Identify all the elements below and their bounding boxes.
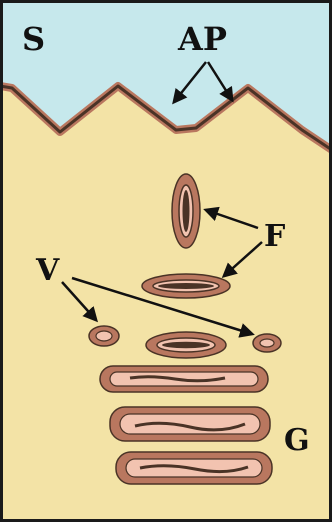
label-v: V (35, 253, 60, 288)
label-f: F (264, 219, 285, 254)
fusiform-vesicle-lower (142, 274, 230, 298)
label-g: G (284, 423, 310, 458)
small-vesicle-left (89, 326, 119, 346)
small-vesicle-right (253, 334, 281, 352)
label-s: S (22, 20, 45, 58)
label-ap: AP (177, 20, 227, 58)
golgi-cisterna-1 (100, 366, 268, 392)
fusiform-vesicle-upper (172, 174, 200, 248)
golgi-cisterna-2 (110, 407, 270, 441)
vesicle-middle (146, 332, 226, 358)
golgi-cisterna-3 (116, 452, 272, 484)
